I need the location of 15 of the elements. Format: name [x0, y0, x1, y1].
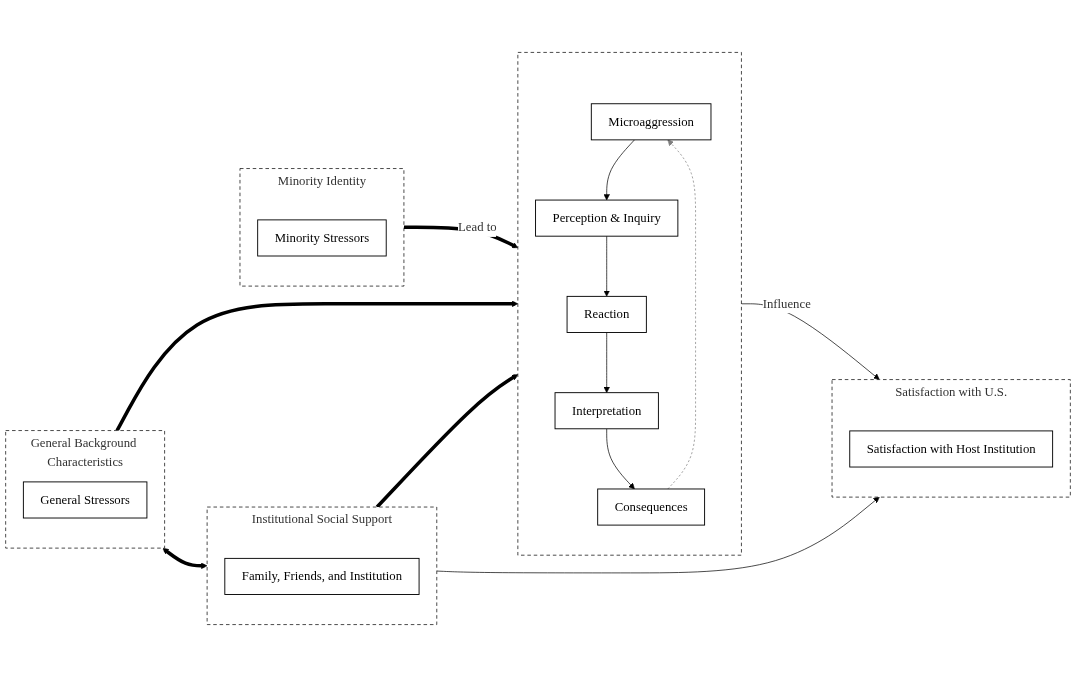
node-box: Perception & Inquiry	[535, 199, 679, 237]
arrow	[115, 300, 519, 432]
node-box: Interpretation	[554, 392, 659, 430]
cluster	[517, 52, 742, 556]
node-box: Minority Stressors	[257, 219, 387, 257]
node-box: Family, Friends, and Institution	[224, 557, 420, 595]
node-box: Consequences	[597, 488, 706, 526]
node-box: General Stressors	[22, 481, 148, 519]
edge-label: Lead to	[458, 219, 497, 235]
node-box: Satisfaction with Host Institution	[849, 430, 1054, 468]
node-box: Microaggression	[590, 103, 712, 141]
arrow	[375, 374, 519, 509]
edge-label: Influence	[762, 296, 811, 311]
node-box: Reaction	[566, 295, 647, 333]
arrow	[162, 548, 208, 569]
